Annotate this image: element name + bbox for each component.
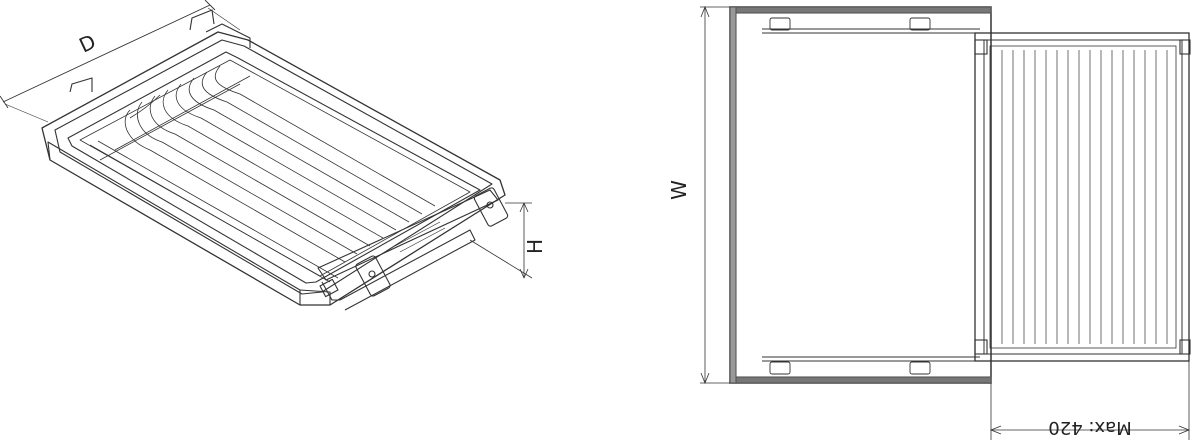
max-extension-label: Max: 420: [1048, 417, 1131, 438]
isometric-view: [0, 0, 533, 311]
depth-label: D: [75, 29, 99, 57]
height-label: H: [523, 239, 547, 254]
cabinet: [729, 6, 992, 384]
height-dimension: [469, 202, 533, 279]
drawer-runner: [317, 187, 509, 311]
width-label: W: [667, 180, 691, 200]
top-runners: [762, 17, 980, 375]
top-view: [700, 5, 1191, 440]
width-dimension: [700, 5, 730, 385]
depth-dimension: [0, 0, 241, 123]
basket-bars: [1001, 50, 1168, 344]
pulled-basket: [974, 32, 1191, 362]
drawer-frame: [41, 9, 506, 306]
max-extension-dimension: [989, 361, 1191, 440]
basket: [79, 59, 471, 283]
